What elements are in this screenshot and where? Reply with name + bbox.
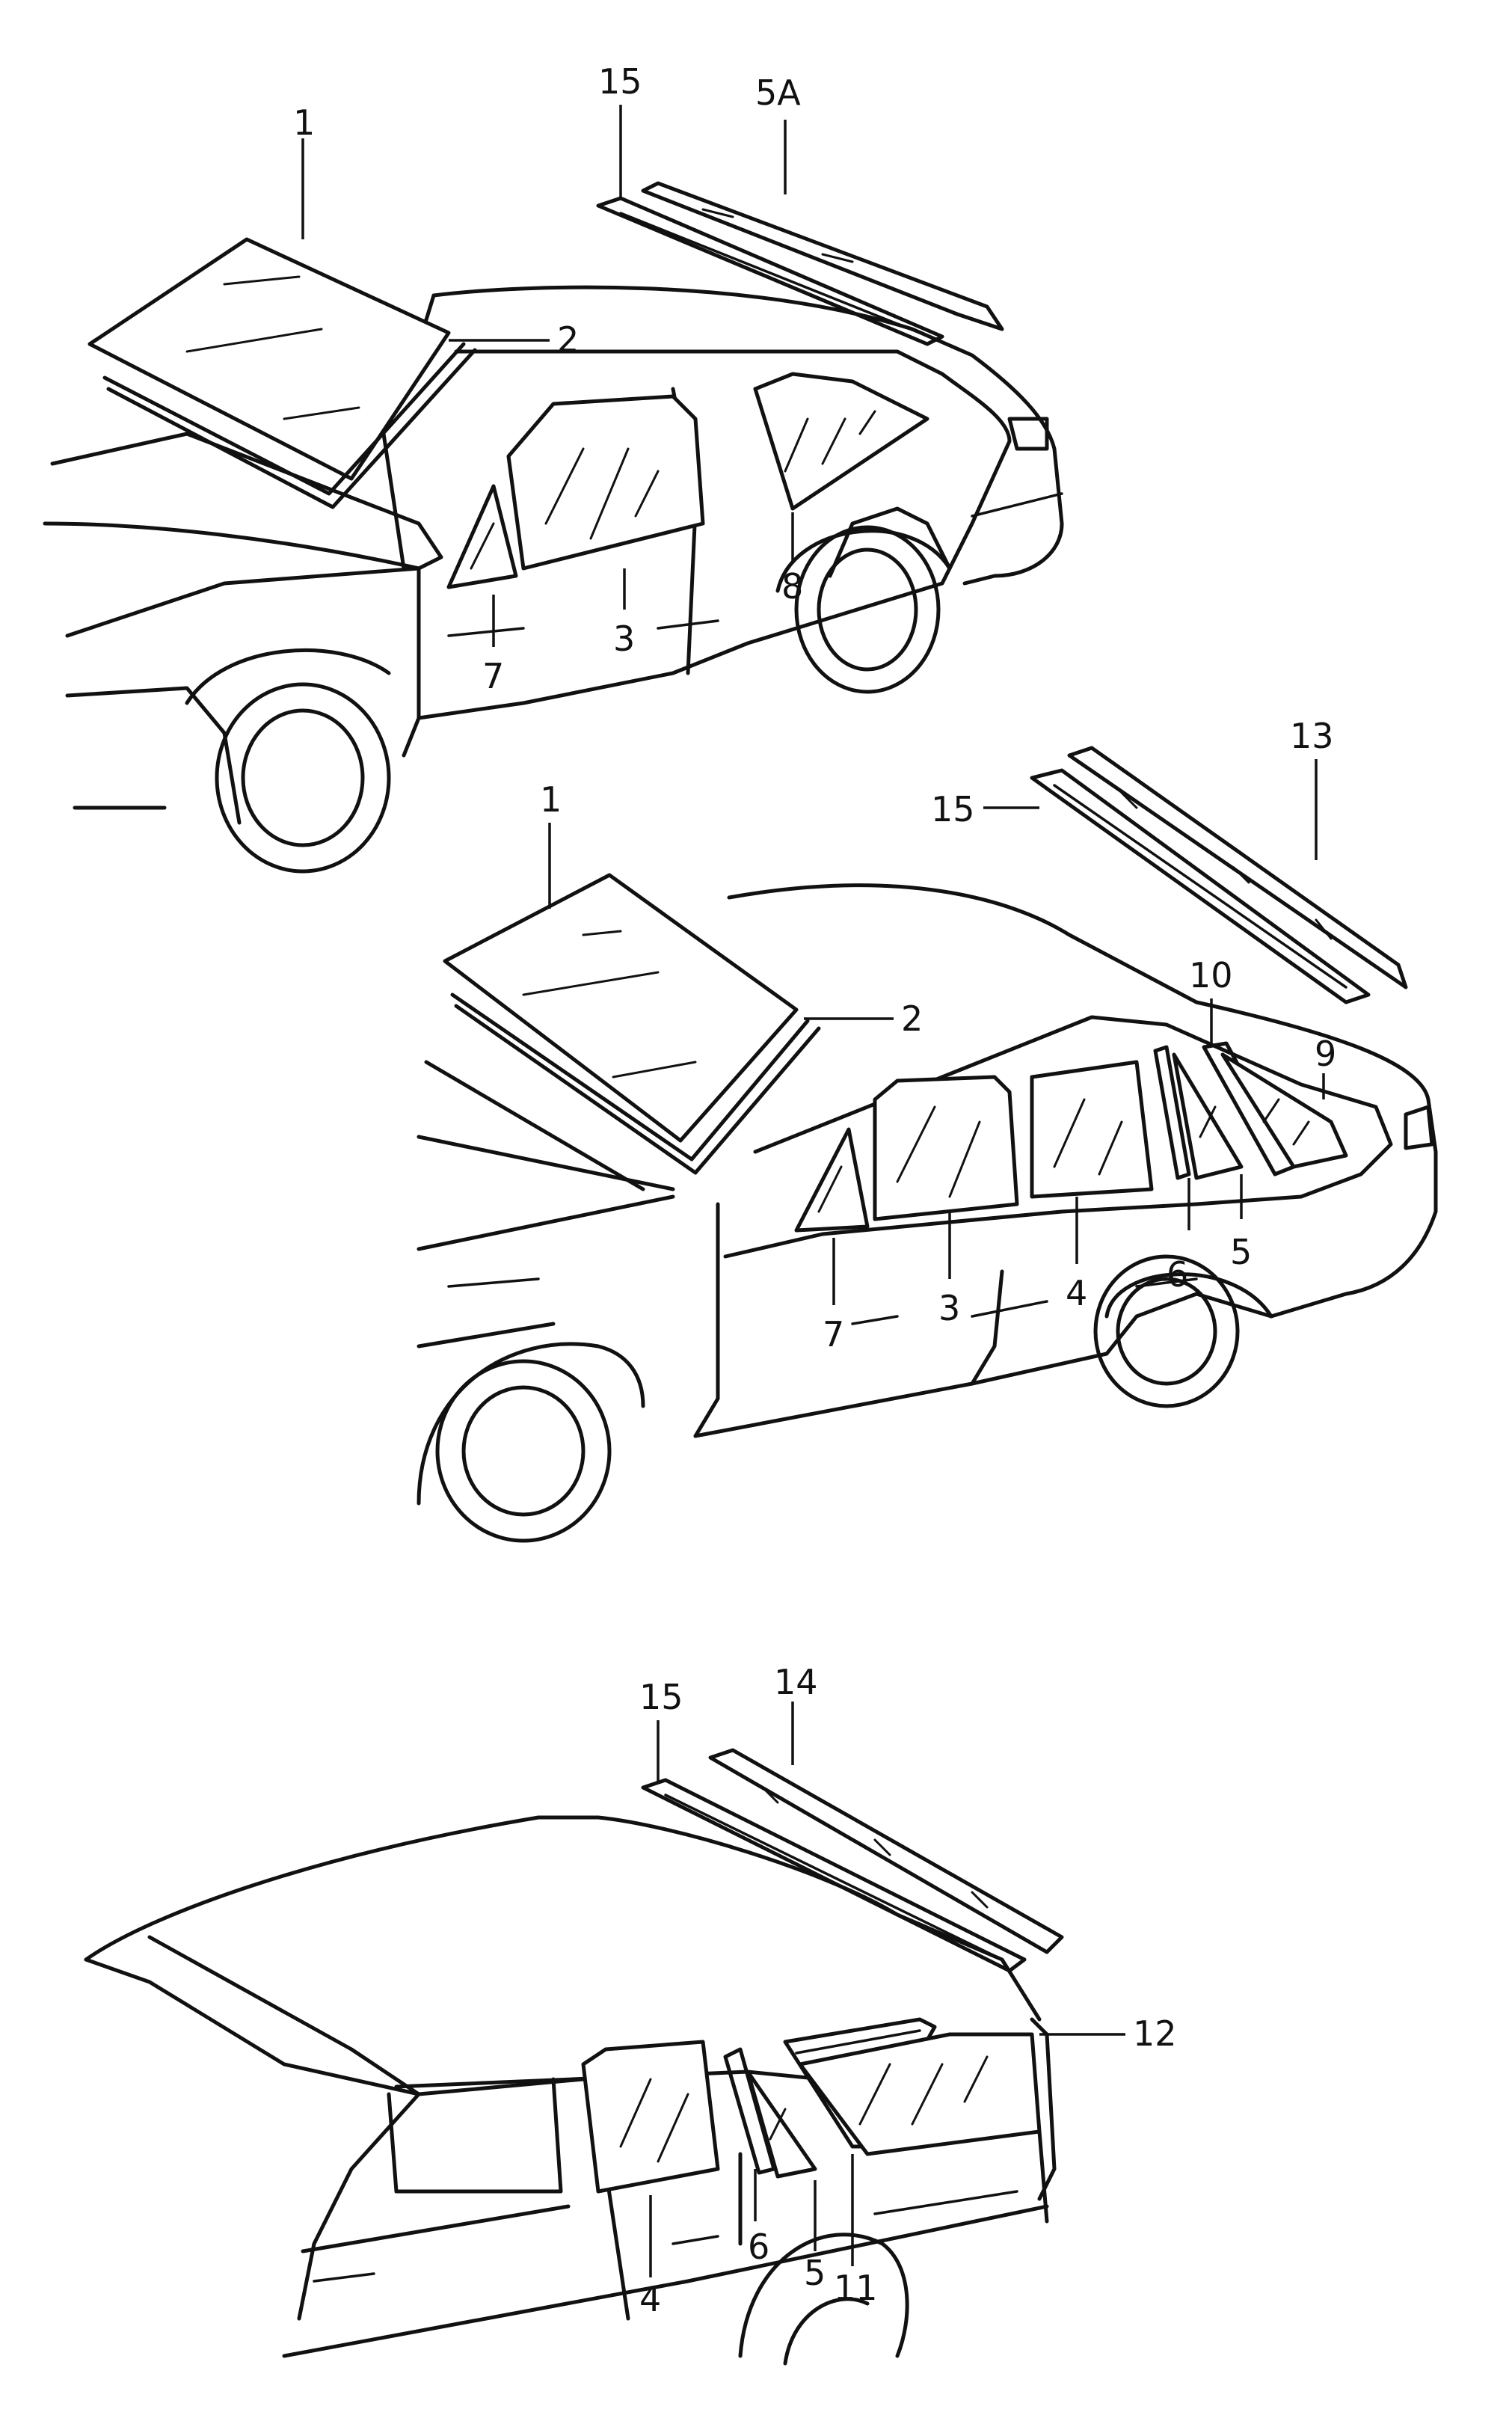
callout-1: 1 [540,779,562,820]
callout-5A: 5A [755,73,801,113]
callout-3: 3 [938,1288,960,1328]
callout-15: 15 [598,61,642,102]
sedan-front-wheel [417,1342,645,1543]
sedan-rear-wheel [1093,1254,1273,1408]
callout-7: 7 [823,1314,844,1354]
callout-6: 6 [1167,1254,1188,1295]
part-4-sedan-rear-door-glass [1030,1060,1154,1199]
hatchback-view: 1 2 7 3 8 15 5A [43,61,1064,874]
callout-11: 11 [834,2268,878,2308]
part-3-front-door-glass [506,394,705,571]
wagon-car-body [84,1815,1057,2358]
part-14-wagon-tailgate-glass [708,1748,1064,1954]
callout-3: 3 [613,619,635,659]
part-1-windscreen [87,237,451,481]
wagon-leader-lines [649,1702,1125,2277]
part-1-sedan-windscreen [443,873,799,1143]
callout-4: 4 [639,2279,661,2319]
callout-12: 12 [1133,2013,1177,2054]
part-5-wagon-quarter-glass [746,2070,817,2179]
callout-2: 2 [557,319,579,360]
part-4-wagon-rear-door-glass [581,2040,720,2194]
part-2-windscreen-seal [102,342,477,509]
wagon-rear-wheel [738,2233,909,2366]
wagon-view: 15 14 12 4 6 5 11 [84,1662,1177,2366]
callout-13: 13 [1290,716,1334,756]
windscreen-reflection-marks [185,275,360,420]
part-7-front-quarter-glass [446,484,518,589]
callout-10: 10 [1189,955,1233,995]
callout-5: 5 [804,2253,826,2293]
sedan-leader-lines [548,759,1325,1305]
hatchback-leader-lines [301,105,794,647]
part-5A-rear-window [641,181,1004,331]
part-3-sedan-front-door-glass [873,1075,1019,1221]
hatchback-rear-wheel [775,525,952,694]
part-15-sedan-rear-window-seal [1030,768,1371,1004]
part-6-sedan-guide-channel [1153,1045,1191,1180]
callout-15: 15 [931,789,975,829]
part-15-rear-window-seal [596,196,944,346]
callout-1: 1 [293,102,315,143]
callout-6: 6 [748,2227,769,2267]
callout-15: 15 [639,1677,683,1717]
callout-4: 4 [1066,1273,1087,1313]
part-12-wagon-rear-side-glass [798,2032,1042,2156]
callout-5: 5 [1230,1232,1252,1272]
sedan-view: 1 2 7 3 4 6 5 10 9 13 15 [417,716,1438,1543]
part-2-sedan-windscreen-seal [450,992,821,1175]
callout-2: 2 [901,998,923,1039]
hatchback-front-wheel [185,648,391,874]
part-13-sedan-rear-window [1067,746,1408,990]
part-7-sedan-front-quarter-glass [794,1127,870,1233]
callout-14: 14 [774,1662,818,1702]
part-5-sedan-rear-quarter-glass [1172,1052,1244,1180]
part-8-rear-side-glass [753,372,929,511]
part-9-sedan-rear-quarter-glass [1220,1052,1348,1169]
callout-7: 7 [482,656,504,696]
callout-8: 8 [781,566,803,607]
callout-9: 9 [1315,1034,1336,1074]
sedan-car-body [417,883,1438,1438]
